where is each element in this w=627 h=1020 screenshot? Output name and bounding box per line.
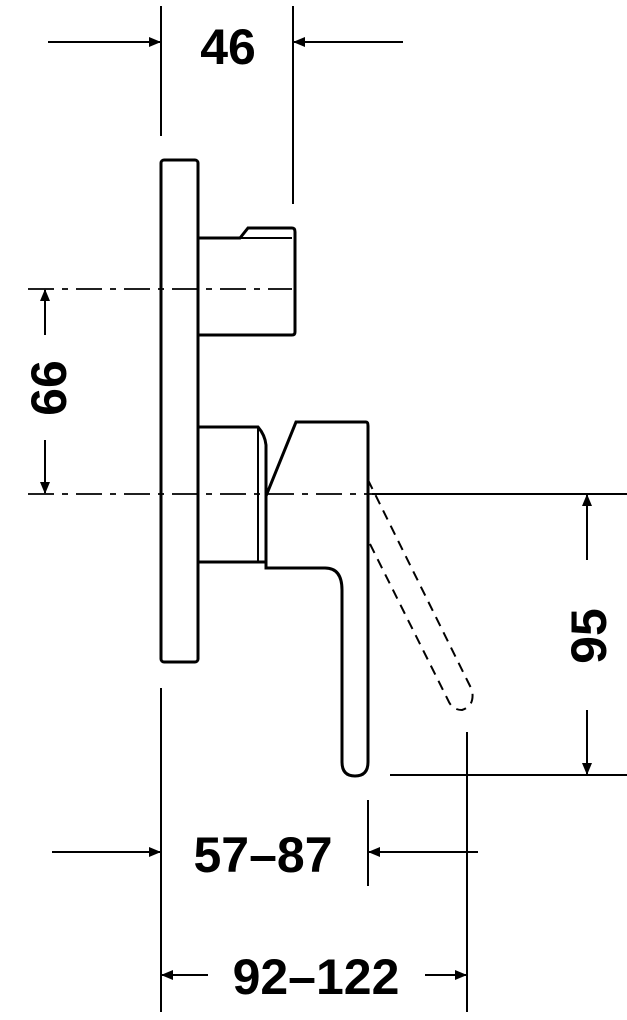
diverter-knob: [196, 226, 297, 337]
dimension-95: 95: [561, 608, 617, 664]
dimension-labels: 46 66 95 57–87 92–122: [21, 19, 617, 1005]
mixer-drawing: [159, 158, 474, 778]
dimension-66: 66: [21, 360, 77, 416]
dimension-46: 46: [200, 19, 256, 75]
dimension-arrows: [40, 37, 592, 980]
lever-handle: [264, 420, 370, 778]
dimension-57-87: 57–87: [193, 827, 332, 883]
dimension-92-122: 92–122: [233, 949, 400, 1005]
lever-rotated-outline: [367, 479, 474, 712]
cover-plate: [159, 158, 200, 664]
